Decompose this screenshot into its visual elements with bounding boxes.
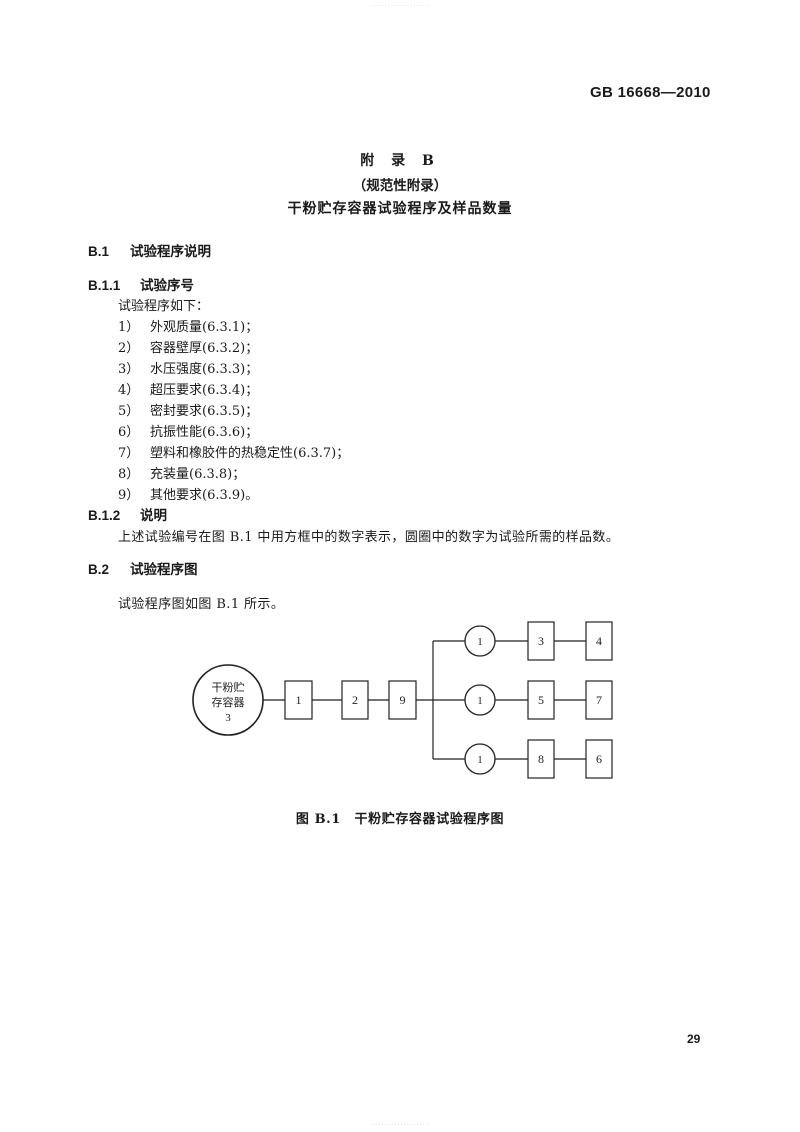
svg-text:7: 7 — [596, 693, 602, 707]
appendix-title: 干粉贮存容器试验程序及样品数量 — [287, 201, 513, 217]
test-box: 8 — [527, 739, 555, 779]
test-box: 1 — [284, 680, 313, 720]
list-item: 8）充装量(6.3.8)； — [118, 467, 246, 482]
top-watermark: · · · · · · · · · · · · · · · · · · — [372, 3, 428, 9]
appendix-type: （规范性附录） — [352, 178, 448, 194]
sample-count-circle: 1 — [464, 684, 496, 716]
section-title: 试验序号 — [140, 278, 194, 294]
section-number: B.1.1 — [88, 278, 121, 293]
section-b12-heading: B.1.2 说明 — [88, 504, 167, 524]
list-item: 5）密封要求(6.3.5)； — [118, 404, 259, 419]
svg-text:9: 9 — [400, 693, 406, 707]
svg-text:8: 8 — [538, 752, 544, 766]
test-box: 6 — [585, 739, 613, 779]
svg-text:5: 5 — [538, 693, 544, 707]
test-box: 3 — [527, 621, 555, 661]
list-item: 1）外观质量(6.3.1)； — [118, 320, 259, 335]
list-item: 9）其他要求(6.3.9)。 — [118, 488, 259, 503]
test-box: 4 — [585, 621, 613, 661]
sample-count-circle: 1 — [464, 743, 496, 775]
svg-text:3: 3 — [538, 634, 544, 648]
section-b1-heading: B.1 试验程序说明 — [88, 240, 211, 260]
list-item: 7）塑料和橡胶件的热稳定性(6.3.7)； — [118, 446, 350, 461]
test-box: 2 — [341, 680, 369, 720]
svg-text:存容器: 存容器 — [212, 695, 245, 709]
appendix-heading: 附 录 B — [360, 153, 440, 169]
standard-code: GB 16668—2010 — [590, 84, 711, 101]
list-item: 2）容器壁厚(6.3.2)； — [118, 341, 259, 356]
section-title: 试验程序说明 — [130, 244, 211, 260]
explanation-paragraph: 上述试验编号在图 B.1 中用方框中的数字表示，圆圈中的数字为试验所需的样品数。 — [118, 530, 620, 545]
svg-text:1: 1 — [296, 693, 302, 707]
sample-count-circle: 1 — [464, 625, 496, 657]
start-node-circle: 干粉贮 存容器 3 — [192, 664, 264, 736]
section-number: B.2 — [88, 562, 110, 577]
section-title: 试验程序图 — [130, 562, 198, 578]
section-title: 说明 — [140, 508, 167, 524]
figure-reference: 试验程序图如图 B.1 所示。 — [118, 597, 285, 612]
test-box: 7 — [585, 680, 613, 720]
section-number: B.1 — [88, 244, 110, 259]
figure-caption: 图 B.1 干粉贮存容器试验程序图 — [295, 812, 505, 827]
svg-text:3: 3 — [225, 712, 231, 724]
test-box: 9 — [388, 680, 417, 720]
test-box: 5 — [527, 680, 555, 720]
svg-text:1: 1 — [477, 754, 483, 766]
svg-text:2: 2 — [352, 693, 358, 707]
svg-text:1: 1 — [477, 636, 483, 648]
section-b11-heading: B.1.1 试验序号 — [88, 274, 194, 294]
procedure-intro: 试验程序如下： — [118, 299, 210, 314]
bottom-watermark: · · · · · · · · · · · · · · · · · · — [372, 1122, 428, 1128]
list-item: 4）超压要求(6.3.4)； — [118, 383, 259, 398]
section-b2-heading: B.2 试验程序图 — [88, 558, 198, 578]
section-number: B.1.2 — [88, 508, 121, 523]
list-item: 6）抗振性能(6.3.6)； — [118, 425, 259, 440]
page-number: 29 — [687, 1032, 701, 1046]
svg-text:1: 1 — [477, 695, 483, 707]
svg-text:6: 6 — [596, 752, 602, 766]
svg-text:干粉贮: 干粉贮 — [212, 681, 245, 694]
list-item: 3）水压强度(6.3.3)； — [118, 362, 259, 377]
svg-text:4: 4 — [596, 634, 602, 648]
